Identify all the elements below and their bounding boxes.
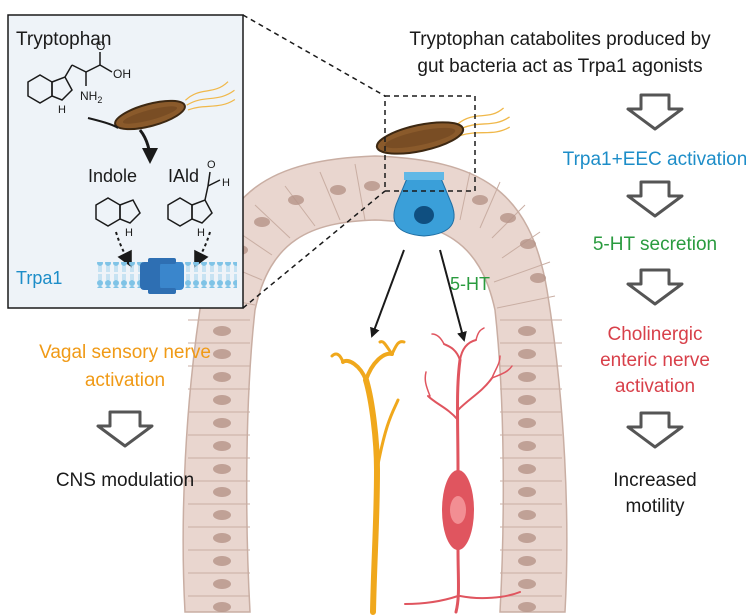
- iald-binding-arrow: [194, 231, 211, 268]
- h-label-indole: H: [125, 227, 133, 239]
- inset-panel: Tryptophan OH O NH2 H Indole IAld O: [7, 14, 244, 309]
- cell-nucleus: [518, 556, 536, 566]
- zoom-leader-bottom: [242, 190, 386, 309]
- eec-to-vagal-arrow: [370, 249, 405, 338]
- right-flow-arrow: [626, 180, 684, 218]
- cell-nucleus: [213, 326, 231, 336]
- indole-binding-arrow: [115, 231, 132, 268]
- cell-nucleus: [213, 556, 231, 566]
- intestinal-epithelium: [182, 155, 568, 613]
- serotonin-label: 5-HT: [450, 274, 490, 294]
- right-flow-step-label: Cholinergic: [607, 324, 702, 345]
- cell-nucleus: [520, 239, 536, 249]
- left-flow-arrow: [96, 410, 154, 448]
- indole-structure: [95, 197, 141, 227]
- vagal-activation-line-2: activation: [85, 370, 165, 391]
- cell-nucleus: [288, 195, 304, 205]
- inhibition-mark: [87, 117, 119, 129]
- epithelial-cell-border: [354, 163, 366, 221]
- cell-nucleus: [364, 181, 380, 191]
- cell-nucleus: [518, 533, 536, 543]
- cell-nucleus: [518, 372, 536, 382]
- eec-to-enteric-arrow: [439, 249, 467, 342]
- iald-label: IAld: [168, 166, 199, 186]
- cell-nucleus: [518, 418, 536, 428]
- cell-nucleus: [518, 510, 536, 520]
- cell-nucleus: [530, 273, 546, 283]
- right-flow-step-label: Increased: [613, 470, 696, 491]
- nh2-label: NH2: [80, 89, 102, 105]
- cell-nucleus: [518, 464, 536, 474]
- epithelial-cell-border: [493, 261, 551, 283]
- trpa1-channel-icon: [140, 258, 184, 294]
- tryptophan-structure: [27, 52, 113, 104]
- bacterium-icon: [375, 107, 511, 155]
- epithelial-cell-border: [319, 171, 341, 221]
- right-flow-step-label: 5-HT secretion: [593, 234, 717, 255]
- enteric-neuron-nucleus: [450, 496, 466, 524]
- cell-nucleus: [213, 395, 231, 405]
- catabolism-arrow: [138, 129, 158, 164]
- h-label-iald-n: H: [197, 227, 205, 239]
- cell-nucleus: [500, 213, 516, 223]
- cell-nucleus: [213, 510, 231, 520]
- cell-nucleus: [254, 217, 270, 227]
- right-flow: Trpa1+EEC activation 5-HT secretionCholin…: [563, 93, 746, 517]
- enteroendocrine-cell: [393, 172, 455, 237]
- cell-nucleus: [213, 602, 231, 612]
- cns-modulation-label: CNS modulation: [56, 470, 194, 491]
- o-label-trp: O: [96, 39, 105, 53]
- h-label-iald-c: H: [222, 177, 230, 189]
- headline-line-2: gut bacteria act as Trpa1 agonists: [417, 56, 702, 77]
- epithelial-cell-border: [479, 181, 501, 229]
- vagal-sensory-nerve: [330, 340, 406, 615]
- headline-line-1: Tryptophan catabolites produced by: [409, 29, 711, 50]
- vagal-activation-line-1: Vagal sensory nerve: [39, 342, 211, 363]
- right-flow-step-label: activation: [615, 376, 695, 397]
- right-flow-arrow: [626, 411, 684, 449]
- cell-nucleus: [330, 185, 346, 195]
- oh-label: OH: [113, 67, 131, 81]
- epithelial-cell-border: [459, 171, 471, 221]
- zoom-leader-top: [242, 14, 386, 97]
- cell-nucleus: [518, 487, 536, 497]
- enteric-neuron: [404, 327, 521, 614]
- right-flow-step-label: motility: [625, 496, 685, 517]
- cell-nucleus: [213, 418, 231, 428]
- indole-label: Indole: [88, 166, 137, 186]
- cell-nucleus: [518, 349, 536, 359]
- cell-nucleus: [518, 441, 536, 451]
- cell-nucleus: [213, 533, 231, 543]
- cell-nucleus: [213, 579, 231, 589]
- cell-nucleus: [472, 195, 488, 205]
- right-flow-step-label: enteric nerve: [600, 350, 710, 371]
- right-flow-step-label: Trpa1+EEC activation: [563, 149, 746, 170]
- left-flow: Vagal sensory nerve activation CNS modul…: [39, 342, 211, 491]
- zoom-box: [384, 95, 476, 192]
- right-flow-arrow: [626, 93, 684, 131]
- right-flow-arrow: [626, 268, 684, 306]
- cell-nucleus: [518, 602, 536, 612]
- cell-nucleus: [518, 326, 536, 336]
- trpa1-label: Trpa1: [16, 268, 62, 288]
- cell-nucleus: [213, 349, 231, 359]
- inset-bacterium-icon: [114, 81, 236, 131]
- inset-title: Tryptophan: [16, 29, 111, 50]
- epithelial-cell-border: [254, 204, 291, 239]
- cell-nucleus: [518, 579, 536, 589]
- cell-nucleus: [518, 395, 536, 405]
- epithelial-cell-border: [284, 185, 316, 227]
- o-label-iald: O: [207, 159, 216, 171]
- cell-nucleus: [213, 372, 231, 382]
- cell-nucleus: [213, 487, 231, 497]
- epithelial-cell-border: [496, 295, 556, 309]
- h-label-trp: H: [58, 104, 66, 116]
- cell-nucleus: [213, 441, 231, 451]
- cell-nucleus: [213, 464, 231, 474]
- iald-structure: [167, 171, 221, 227]
